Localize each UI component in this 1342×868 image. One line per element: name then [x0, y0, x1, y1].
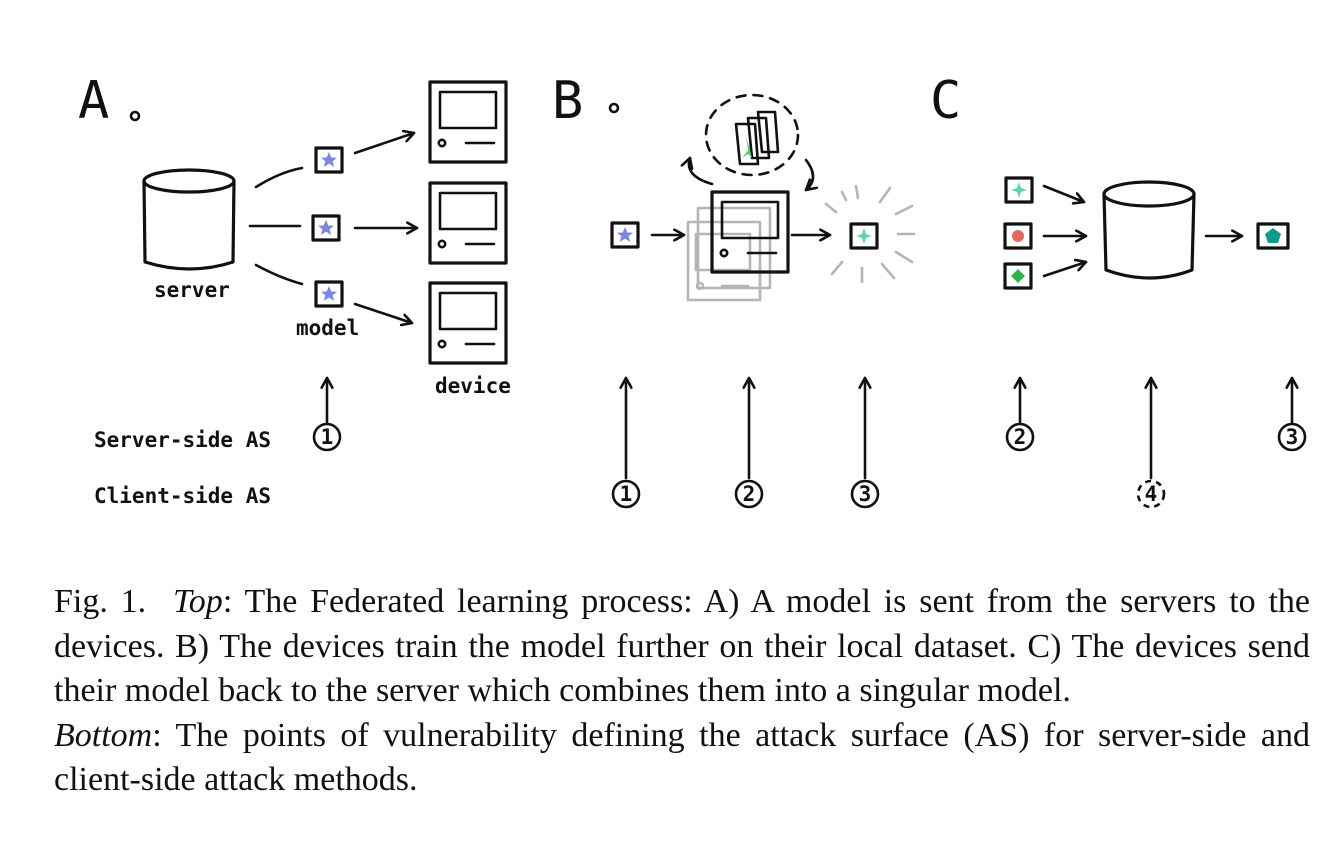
device-label: device: [435, 374, 511, 398]
link-bottom: [254, 263, 304, 286]
arrow-to-device-bottom: [353, 302, 414, 323]
ss-marker-3: [1277, 422, 1307, 452]
cs-marker-3-label: 3: [859, 482, 872, 506]
caption-bottom-text: : The points of vulnerability defining t…: [54, 716, 1310, 799]
figure-caption: Fig. 1. Top: The Federated learning proc…: [54, 580, 1310, 803]
caption-bottom-label: Bottom: [54, 716, 153, 754]
loop-arrow-right: [804, 158, 813, 192]
model-chip-b: [610, 221, 640, 249]
model-label: model: [296, 316, 359, 340]
glow-rays: [824, 184, 916, 284]
panel-c-letter: C: [930, 71, 961, 131]
cs-marker-2: [734, 479, 764, 509]
server-icon: [142, 168, 236, 271]
arrow-aggregate-3: [1042, 262, 1088, 278]
panel-a: A server model device: [78, 71, 511, 398]
model-chip-top: [314, 146, 344, 174]
server-side-label: Server-side AS: [94, 428, 271, 452]
panel-b-dot: [608, 102, 620, 114]
ss-marker-1-label: 1: [321, 425, 334, 449]
trained-model-chip: [849, 222, 879, 250]
device-icon-bottom: [428, 281, 508, 365]
cs-marker-4-label: 4: [1145, 482, 1158, 506]
client-side-label: Client-side AS: [94, 484, 271, 508]
federated-learning-diagram: A server model device B: [78, 71, 1307, 509]
cs-marker-3: [850, 479, 880, 509]
aggregating-server-icon: [1102, 180, 1196, 280]
device-icon-top: [428, 80, 508, 164]
panel-b-letter: B: [552, 71, 583, 131]
figure-label: Fig. 1.: [54, 583, 147, 620]
ss-marker-1: [312, 422, 342, 452]
ss-marker-2: [1005, 422, 1035, 452]
ss-marker-3-label: 3: [1286, 425, 1299, 449]
arrow-to-device-top: [353, 133, 416, 155]
cs-marker-1: [611, 479, 641, 509]
returned-model-chip-3: [1003, 262, 1033, 290]
caption-top-label: Top: [173, 583, 223, 620]
caption-top-paragraph: Fig. 1. Top: The Federated learning proc…: [54, 580, 1310, 714]
panel-b: B: [552, 71, 916, 302]
link-top: [254, 166, 304, 189]
returned-model-chip-1: [1004, 176, 1034, 204]
cs-marker-1-label: 1: [620, 482, 633, 506]
global-model-chip: [1256, 222, 1290, 250]
device-icon-mid: [428, 181, 508, 265]
panel-a-dot: [129, 110, 141, 122]
cs-marker-4: [1136, 479, 1166, 509]
device-stack-icon: [686, 206, 772, 302]
model-chip-mid: [311, 214, 341, 242]
arrow-aggregate-1: [1042, 184, 1086, 202]
caption-bottom-paragraph: Bottom: The points of vulnerability defi…: [54, 714, 1310, 803]
ss-marker-2-label: 2: [1014, 425, 1027, 449]
attack-surface: Server-side AS Client-side AS 1 2 3 1 2 …: [94, 376, 1307, 509]
loop-arrow-left: [689, 156, 714, 186]
server-label: server: [154, 278, 230, 302]
returned-model-chip-2: [1003, 222, 1033, 250]
cs-marker-2-label: 2: [743, 482, 756, 506]
panel-a-letter: A: [78, 71, 109, 131]
local-dataset-icon: [704, 93, 800, 177]
panel-c: C: [930, 71, 1290, 290]
caption-top-text: : The Federated learning process: A) A m…: [54, 583, 1310, 709]
model-chip-bottom: [314, 280, 344, 308]
